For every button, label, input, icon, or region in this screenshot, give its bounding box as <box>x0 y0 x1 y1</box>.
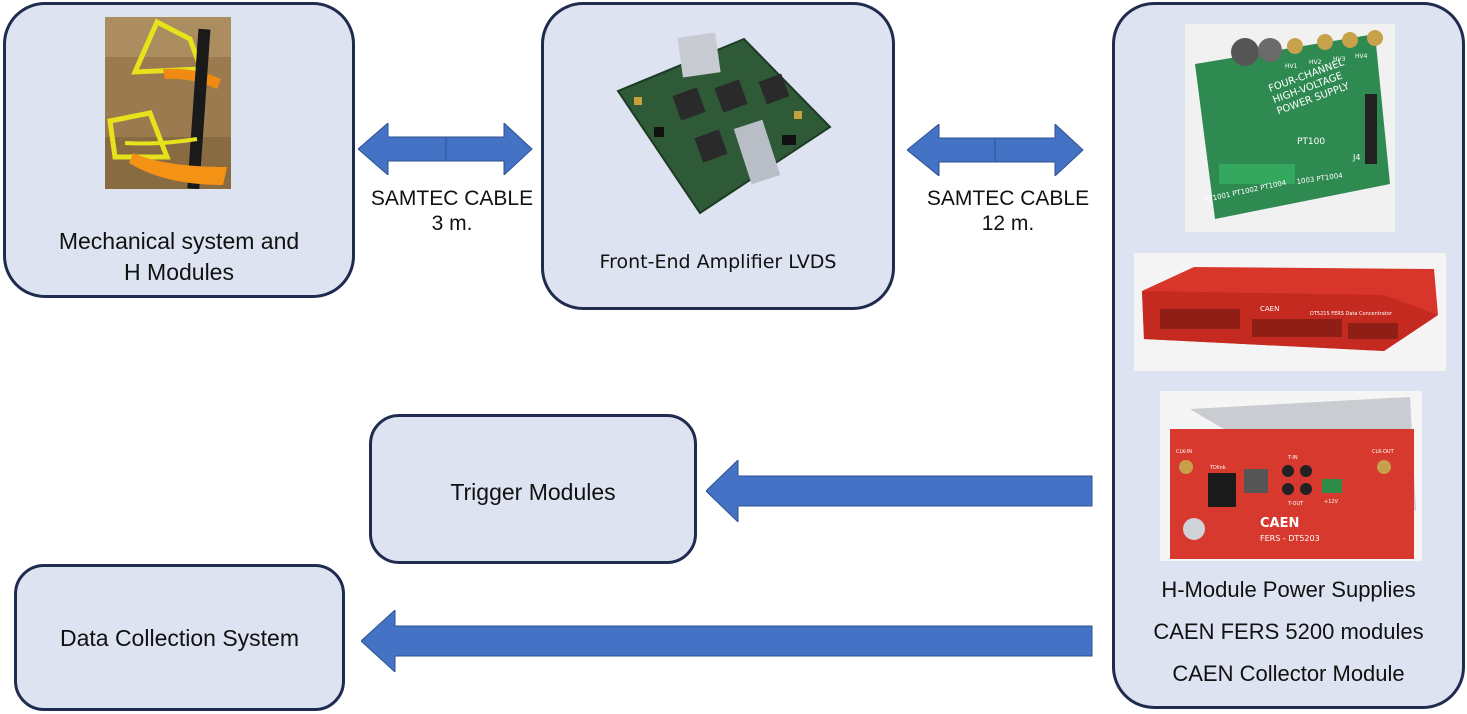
fers-brand: CAEN <box>1260 516 1299 531</box>
fers-tout: T-OUT <box>1287 501 1304 507</box>
fers-tin: T-IN <box>1287 455 1298 461</box>
long-cable-label: SAMTEC CABLE 12 m. <box>926 187 1090 235</box>
hv-board-hv1: HV1 <box>1285 63 1298 70</box>
concentrator-model: DT5215 FERS Data Concentrator <box>1310 311 1393 317</box>
fers-tdlink: TDlink <box>1209 465 1226 471</box>
power-supplies-label: H-Module Power Supplies CAEN FERS 5200 m… <box>1153 577 1424 686</box>
hv-board-hv2: HV2 <box>1309 59 1322 66</box>
fers-clkin: CLK-IN <box>1176 449 1192 455</box>
fers-module-photo: CAEN FERS - DT5203 T-IN T-OUT CLK-IN CLK… <box>1160 391 1422 561</box>
hv-board-hv4: HV4 <box>1355 53 1368 60</box>
power-supplies-box: FOUR-CHANNEL HIGH-VOLTAGE POWER SUPPLY P… <box>1112 2 1465 709</box>
fers-clkout: CLK-OUT <box>1372 449 1395 455</box>
trigger-modules-label: Trigger Modules <box>450 479 616 505</box>
double-arrow-long-cable <box>907 124 1084 176</box>
trigger-modules-box: Trigger Modules <box>369 414 697 564</box>
fers-12v: +12V <box>1324 499 1339 505</box>
hv-power-supply-photo: FOUR-CHANNEL HIGH-VOLTAGE POWER SUPPLY P… <box>1185 24 1395 232</box>
data-collection-label: Data Collection System <box>59 625 300 651</box>
mechanical-system-box: Mechanical system and H Modules <box>3 2 355 298</box>
concentrator-brand: CAEN <box>1260 305 1279 313</box>
data-concentrator-photo: CAEN DT5215 FERS Data Concentrator <box>1134 253 1446 371</box>
hv-board-j4: J4 <box>1352 153 1360 162</box>
short-cable-label: SAMTEC CABLE 3 m. <box>370 187 534 235</box>
front-end-amplifier-box: Front-End Amplifier LVDS <box>541 2 895 310</box>
fers-model: FERS - DT5203 <box>1260 534 1320 543</box>
front-end-amplifier-label: Front-End Amplifier LVDS <box>599 251 837 273</box>
arrow-to-data-collection <box>361 610 1093 672</box>
mechanical-system-photo <box>105 17 231 189</box>
front-end-board-photo <box>616 32 832 215</box>
arrow-to-trigger-modules <box>706 460 1093 522</box>
data-collection-box: Data Collection System <box>14 564 345 711</box>
double-arrow-short-cable <box>358 123 533 175</box>
mechanical-system-label: Mechanical system and H Modules <box>58 228 300 285</box>
hv-board-hv3: HV3 <box>1333 56 1346 63</box>
hv-board-pt100: PT100 <box>1297 137 1325 147</box>
